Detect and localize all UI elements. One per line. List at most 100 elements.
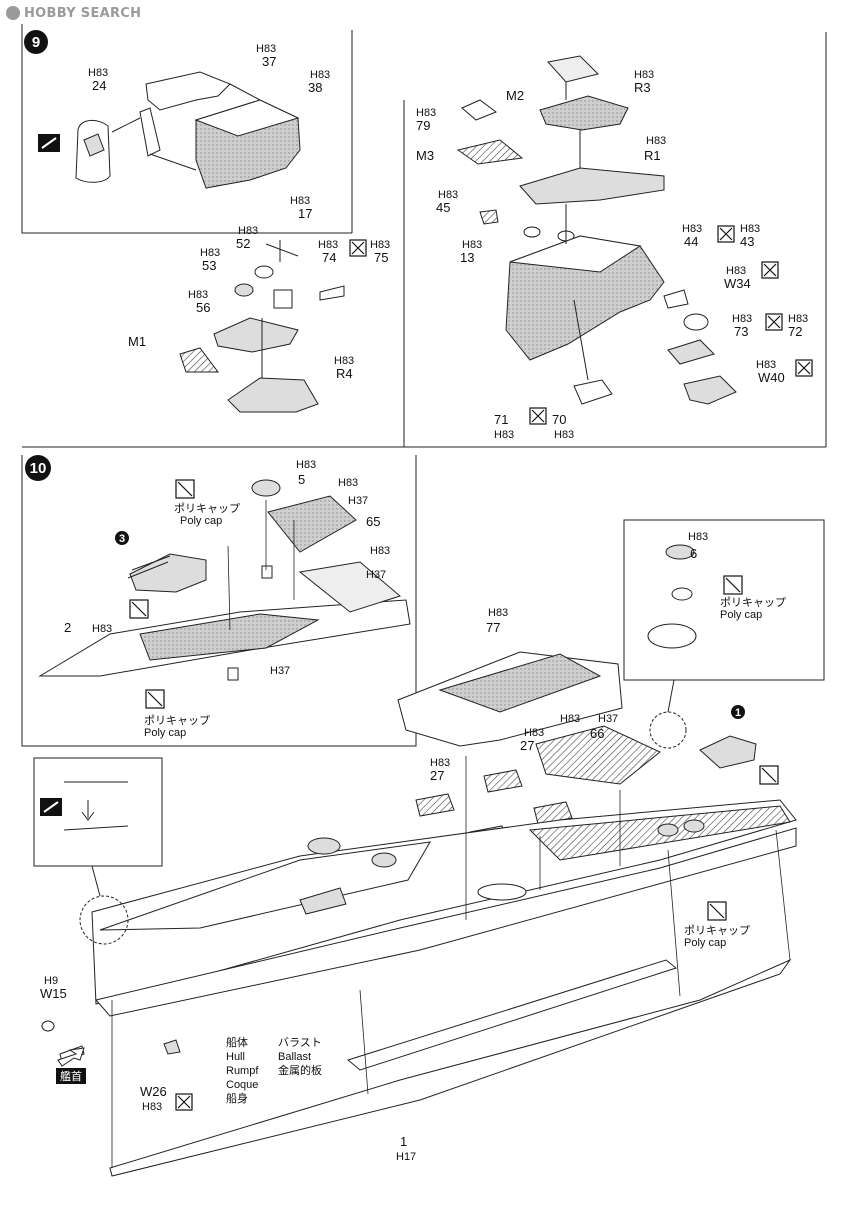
label-W15: W15	[40, 986, 67, 1001]
label-M3: M3	[416, 148, 434, 163]
paint-H9-W15: H9	[44, 975, 58, 987]
paint-H83-79: H83	[416, 107, 436, 119]
polycap-en-2: Poly cap	[144, 727, 186, 739]
secondary-turret-parts	[179, 240, 345, 413]
ballast-jp: バラスト	[278, 1036, 322, 1049]
bridge-structure-37-38	[111, 71, 301, 189]
turret-3-ref: 3	[115, 531, 129, 545]
label-6: 6	[690, 546, 697, 561]
paint-H83-75: H83	[370, 239, 390, 251]
paint-H83-37: H83	[256, 43, 276, 55]
part-24-shield	[75, 120, 111, 183]
paint-H83-27b: H83	[524, 727, 544, 739]
paint-H83-R4: H83	[334, 355, 354, 367]
label-70: 70	[552, 412, 566, 427]
paint-H83-43: H83	[740, 223, 760, 235]
main-hull-1	[91, 799, 797, 1177]
label-66: 66	[590, 726, 604, 741]
label-43: 43	[740, 234, 754, 249]
glue-icon-2	[40, 798, 62, 816]
bow-direction: 艦首	[56, 1047, 86, 1084]
polycap-jp-4: ポリキャップ	[684, 924, 750, 937]
step-9-badge: 9	[24, 30, 48, 54]
paint-H83-6: H83	[688, 531, 708, 543]
label-72: 72	[788, 324, 802, 339]
turret-1-ref: 1	[699, 705, 757, 769]
label-77: 77	[486, 620, 500, 635]
hull-jp2: 船身	[226, 1091, 248, 1105]
ballast-en: Ballast	[278, 1051, 311, 1063]
label-56: 56	[196, 300, 210, 315]
label-71: 71	[494, 412, 508, 427]
label-13: 13	[460, 250, 474, 265]
paint-H83-fwd: H83	[370, 545, 390, 557]
polycap-en-1: Poly cap	[180, 515, 222, 527]
step-9-section	[21, 24, 827, 448]
label-75: 75	[374, 250, 388, 265]
label-24: 24	[92, 78, 106, 93]
paint-H83-71: H83	[494, 429, 514, 441]
label-5: 5	[298, 472, 305, 487]
paint-H37-66: H37	[598, 713, 618, 725]
paint-H83-74: H83	[318, 239, 338, 251]
aft-deck-77	[397, 651, 661, 849]
paint-H83-72: H83	[788, 313, 808, 325]
paint-H83-45: H83	[438, 189, 458, 201]
paint-H83-W26: H83	[142, 1101, 162, 1113]
step-10-badge: 10	[25, 455, 51, 481]
paint-H83-5: H83	[296, 459, 316, 471]
label-W26: W26	[140, 1084, 167, 1099]
label-38: 38	[308, 80, 322, 95]
label-17: 17	[298, 206, 312, 221]
paint-H83-13: H83	[462, 239, 482, 251]
watermark-text: HOBBY SEARCH	[24, 5, 142, 21]
glue-icon	[38, 134, 60, 152]
step-9-number: 9	[32, 34, 40, 51]
detail-zoom-bow	[63, 679, 687, 945]
label-27a: 27	[430, 768, 444, 783]
label-27b: 27	[520, 738, 534, 753]
paint-H37-deck: H37	[270, 665, 290, 677]
logo-icon	[6, 6, 20, 20]
assembly-lines	[111, 500, 791, 1168]
label-44: 44	[684, 234, 698, 249]
label-65: 65	[366, 514, 380, 529]
polycap-detail	[647, 544, 697, 649]
paint-H17-1: H17	[396, 1151, 416, 1163]
paint-H83-77: H83	[488, 607, 508, 619]
step-10-frames	[21, 455, 825, 867]
forward-deck-2	[38, 479, 411, 681]
label-R3: R3	[634, 80, 651, 95]
label-74: 74	[322, 250, 336, 265]
paint-H37-fwd: H37	[366, 569, 386, 581]
label-R1: R1	[644, 148, 661, 163]
label-R4: R4	[336, 366, 353, 381]
label-M2: M2	[506, 88, 524, 103]
hull-label-block: 船体 Hull Rumpf Coque 船身	[226, 1035, 259, 1105]
label-73: 73	[734, 324, 748, 339]
hull-de: Rumpf	[226, 1065, 259, 1077]
hull-fr: Coque	[226, 1079, 258, 1091]
paint-H83-R3: H83	[634, 69, 654, 81]
label-M1: M1	[128, 334, 146, 349]
polycap-labels: ポリキャップ Poly cap ポリキャップ Poly cap ポリキャップ P…	[144, 502, 786, 949]
paint-H83-W40: H83	[756, 359, 776, 371]
paint-H83-17: H83	[290, 195, 310, 207]
paint-H83-53: H83	[200, 247, 220, 259]
label-52: 52	[236, 236, 250, 251]
ballast-label-block: バラスト Ballast 金属的板	[278, 1036, 322, 1077]
superstructure-R1-R3	[456, 55, 737, 405]
polycap-jp-1: ポリキャップ	[174, 502, 240, 515]
paint-H83-66: H83	[560, 713, 580, 725]
paint-H83-70: H83	[554, 429, 574, 441]
label-37: 37	[262, 54, 276, 69]
paint-H83-W34: H83	[726, 265, 746, 277]
polycap-en-3: Poly cap	[720, 609, 762, 621]
paint-H83-R1: H83	[646, 135, 666, 147]
step-10-labels: 5 65 2 77 6 27 27 66 W15 W26 1	[40, 472, 697, 1149]
polycap-jp-3: ポリキャップ	[720, 596, 786, 609]
paint-H83-27a: H83	[430, 757, 450, 769]
paint-H83-44: H83	[682, 223, 702, 235]
paint-H83-2: H83	[92, 623, 112, 635]
